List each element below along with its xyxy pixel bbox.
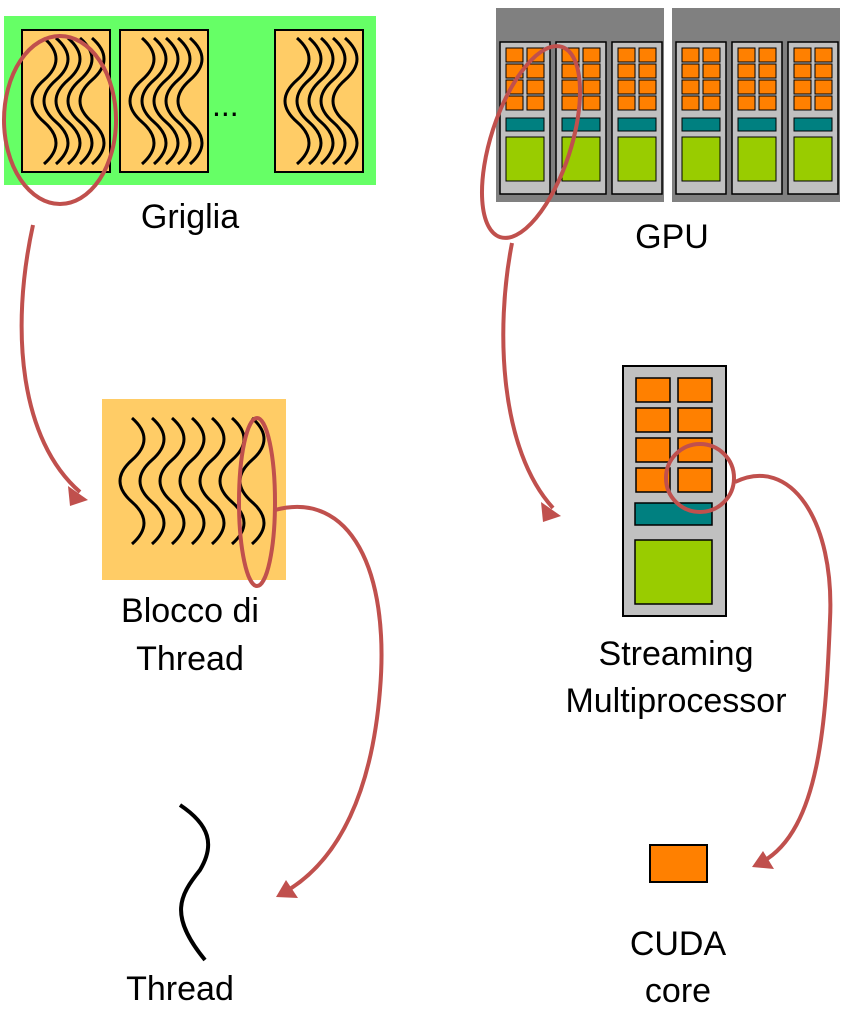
grid-block-2 — [119, 29, 209, 173]
gpu-sm-3 — [611, 41, 663, 195]
single-thread-wave — [178, 803, 211, 962]
sm-label-line2: Multiprocessor — [565, 682, 786, 720]
arrowhead-core — [752, 851, 774, 869]
arrow-sm-to-core — [734, 474, 833, 864]
grid-block-1 — [21, 29, 111, 173]
cuda-core — [635, 437, 671, 463]
gpu-panel — [479, 8, 840, 240]
arrow-block-to-thread — [274, 504, 384, 894]
grid-label: Griglia — [141, 198, 239, 236]
cuda-core — [635, 407, 671, 433]
thread-block-background — [102, 399, 286, 580]
cuda-core — [635, 377, 671, 403]
gpu-highlight-ellipse — [479, 44, 583, 240]
thread-label: Thread — [126, 970, 234, 1008]
cache-block — [634, 539, 713, 605]
cuda-core — [677, 407, 713, 433]
shared-memory — [634, 502, 713, 526]
grid-block-n — [274, 29, 364, 173]
grid-ellipsis: ... — [212, 87, 239, 123]
arrow-gpu-to-sm — [501, 242, 555, 510]
sm-label-line1: Streaming — [599, 635, 754, 673]
gpu-sm-4 — [675, 41, 727, 195]
gpu-header-left — [496, 8, 664, 36]
arrow-grid-to-block — [19, 224, 82, 494]
gpu-sm-5 — [731, 41, 783, 195]
grid-panel: ... — [2, 16, 376, 206]
cuda-core — [677, 377, 713, 403]
single-cuda-core — [649, 844, 708, 883]
arrowhead-block — [68, 486, 88, 506]
gpu-sm-6 — [787, 41, 839, 195]
grid-highlight-ellipse — [2, 34, 118, 206]
block-label-line2: Thread — [136, 640, 244, 678]
thread-block — [102, 399, 286, 588]
cuda-label-line1: CUDA — [630, 925, 727, 963]
gpu-label: GPU — [635, 218, 709, 256]
streaming-multiprocessor — [622, 365, 736, 617]
thread-highlight-ellipse — [237, 416, 277, 588]
core-highlight-circle — [664, 442, 736, 514]
gpu-header-right — [672, 8, 840, 36]
cuda-label-line2: core — [645, 972, 711, 1010]
arrowhead-sm — [541, 502, 561, 522]
block-label-line1: Blocco di — [121, 592, 259, 630]
arrowhead-thread — [276, 880, 298, 898]
cuda-core — [677, 467, 713, 493]
